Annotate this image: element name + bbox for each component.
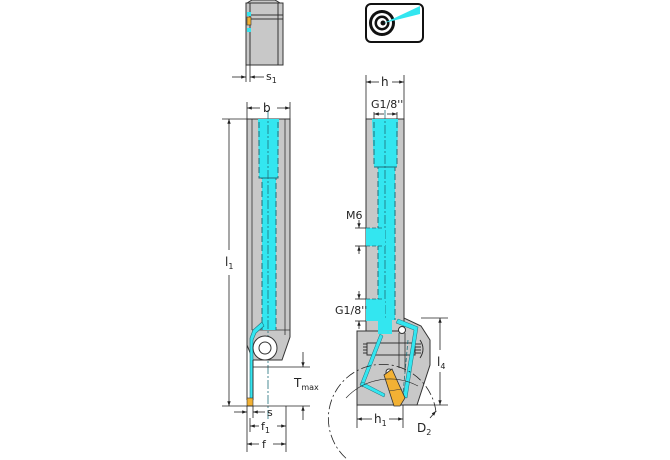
dim-l1-label: l1 <box>225 255 233 271</box>
dim-s-label: s <box>267 406 273 419</box>
port-m6-label: M6 <box>346 209 363 222</box>
top-view: s1 <box>232 0 284 85</box>
port-side-label: G1/8'' <box>335 304 367 317</box>
dim-tmax-label: Tmax <box>293 376 319 392</box>
dim-s1-label: s1 <box>266 70 277 85</box>
dim-h1-label: h1 <box>374 412 387 428</box>
port-top-label: G1/8'' <box>371 98 403 111</box>
dim-f-label: f <box>262 438 267 451</box>
dim-f1-label: f1 <box>261 420 270 435</box>
coolant-target-icon <box>365 3 424 43</box>
front-view: h G1/8'' M6 G1/8'' l4 h1 D2 <box>327 75 448 460</box>
dim-d2-label: D2 <box>417 421 431 437</box>
dim-l4-label: l4 <box>437 355 445 371</box>
side-view: b l1 Tmax s f1 f <box>222 101 319 452</box>
dim-b-label: b <box>263 101 271 115</box>
dim-h-label: h <box>381 75 389 89</box>
